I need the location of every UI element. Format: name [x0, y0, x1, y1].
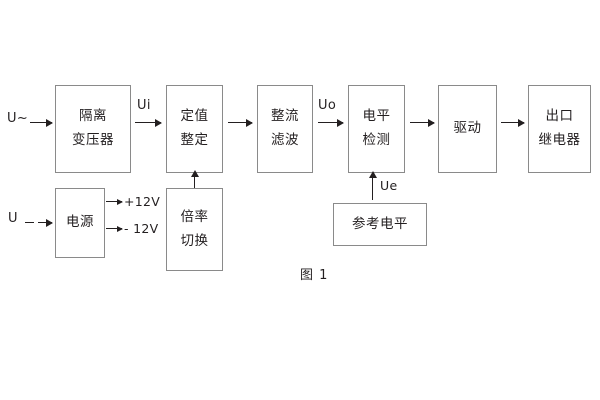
- block-multiplier-switch-line-2: 切换: [180, 232, 209, 249]
- block-isolation-transformer-line-1: 隔离: [79, 108, 107, 125]
- dc-input-label: U: [8, 211, 18, 226]
- block-isolation-transformer-line-2: 变压器: [72, 132, 114, 148]
- block-setpoint-setting: 定值 整定: [166, 85, 223, 173]
- block-drive: 驱动: [438, 85, 497, 173]
- block-output-relay-line-1: 出口: [545, 108, 574, 125]
- block-level-detection-line-1: 电平: [362, 108, 391, 125]
- block-power-supply: 电源: [55, 188, 105, 258]
- arrow-power-supply-rail-positive: [106, 198, 123, 205]
- block-setpoint-setting-line-1: 定值: [180, 108, 209, 125]
- arrow-setpoint-setting-to-rectifier-filter: [228, 118, 253, 127]
- block-level-detection-line-2: 检测: [362, 132, 391, 148]
- arrow-ac-input-to-isolation-transformer: [30, 118, 53, 127]
- ac-input-label: U~: [7, 111, 29, 126]
- ue-signal-label: Ue: [380, 178, 398, 193]
- block-output-relay-line-2: 继电器: [538, 132, 581, 148]
- figure-caption: 图 1: [300, 268, 329, 283]
- arrow-dc-input-to-power-supply: [38, 218, 53, 227]
- arrow-multiplier-switch-to-setpoint-setting: [190, 170, 199, 188]
- block-isolation-transformer: 隔离 变压器: [55, 85, 131, 173]
- block-setpoint-setting-line-2: 整定: [180, 132, 209, 148]
- block-level-detection: 电平 检测: [348, 85, 405, 173]
- block-rectifier-filter: 整流 滤波: [257, 85, 313, 173]
- block-multiplier-switch: 倍率 切换: [166, 188, 223, 271]
- arrow-reference-level-to-level-detection: [368, 171, 377, 200]
- arrow-isolation-transformer-to-setpoint-setting: [135, 118, 162, 127]
- block-rectifier-filter-line-2: 滤波: [271, 132, 299, 148]
- block-reference-level-line-1: 参考电平: [352, 215, 408, 232]
- block-multiplier-switch-line-1: 倍率: [180, 208, 209, 225]
- arrow-level-detection-to-drive: [410, 118, 435, 127]
- block-drive-line-1: 驱动: [453, 120, 482, 137]
- arrow-drive-to-output-relay: [501, 118, 525, 127]
- arrow-power-supply-rail-negative: [106, 225, 123, 232]
- block-reference-level: 参考电平: [333, 203, 427, 246]
- uo-signal-label: Uo: [318, 98, 337, 113]
- block-power-supply-line-1: 电源: [66, 214, 94, 231]
- rail-negative-label: - 12V: [124, 221, 159, 236]
- ui-signal-label: Ui: [137, 98, 151, 113]
- block-rectifier-filter-line-1: 整流: [271, 108, 299, 125]
- rail-positive-label: +12V: [124, 194, 161, 209]
- block-output-relay: 出口 继电器: [528, 85, 591, 173]
- arrow-rectifier-filter-to-level-detection: [318, 118, 344, 127]
- dc-input-dash-segment-1: [25, 222, 34, 223]
